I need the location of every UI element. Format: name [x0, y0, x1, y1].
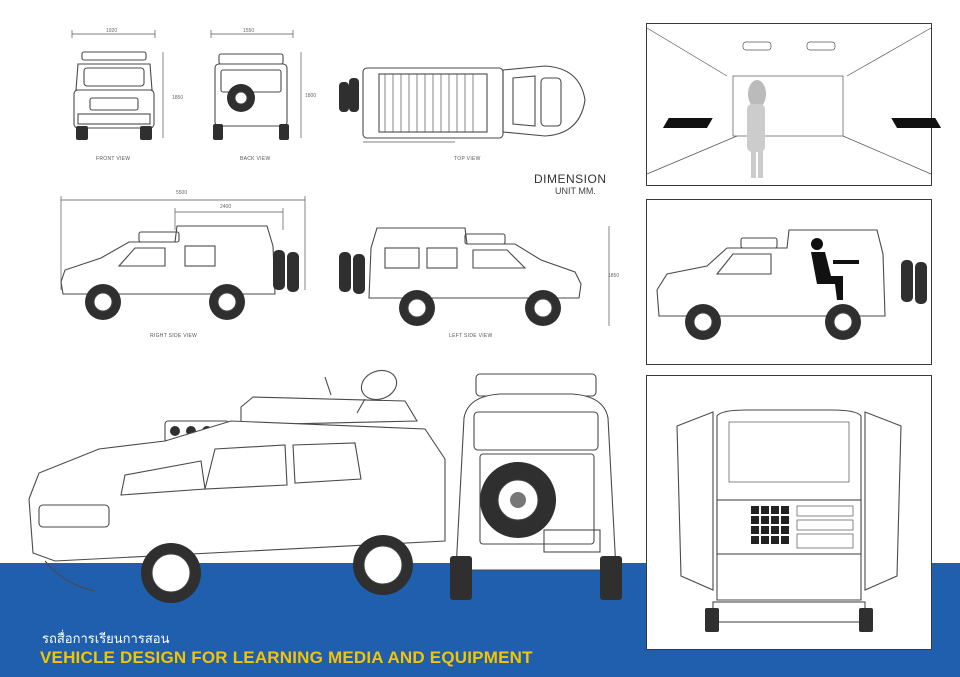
- thai-title: รถสื่อการเรียนการสอน: [42, 632, 170, 647]
- top-view-label: TOP VIEW: [454, 156, 481, 162]
- left-side-view-drawing: [339, 226, 610, 326]
- main-title: VEHICLE DESIGN FOR LEARNING MEDIA AND EQ…: [40, 648, 533, 667]
- vehicle-rear-drawing: [450, 373, 622, 600]
- top-view-drawing: [339, 65, 586, 143]
- cabin-length-dim: 2400: [220, 204, 232, 210]
- side-operator-panel: [646, 199, 932, 365]
- interior-perspective-panel: [646, 23, 942, 186]
- right-side-view-label: RIGHT SIDE VIEW: [150, 333, 198, 339]
- rear-equipment-panel: [646, 375, 932, 650]
- interior-perspective-drawing: [646, 27, 942, 178]
- left-side-view-label: LEFT SIDE VIEW: [449, 333, 493, 339]
- dimension-unit: UNIT MM.: [555, 186, 596, 196]
- front-height-dim: 1850: [172, 95, 184, 101]
- side-operator-drawing: [656, 229, 927, 340]
- front-width-dim: 1920: [106, 28, 118, 34]
- back-height-dim: 1800: [305, 93, 317, 99]
- rear-equipment-drawing: [676, 409, 902, 632]
- right-side-view-drawing: [60, 196, 306, 320]
- back-width-dim: 1550: [243, 28, 255, 34]
- dimension-title: DIMENSION: [534, 172, 607, 186]
- vehicle-perspective-drawing: [28, 369, 446, 603]
- front-view-label: FRONT VIEW: [96, 156, 131, 162]
- back-view-label: BACK VIEW: [240, 156, 271, 162]
- front-view-drawing: [71, 30, 164, 140]
- back-view-drawing: [210, 30, 302, 140]
- side-height-dim: 1850: [608, 273, 620, 279]
- length-dim: 5500: [176, 190, 188, 196]
